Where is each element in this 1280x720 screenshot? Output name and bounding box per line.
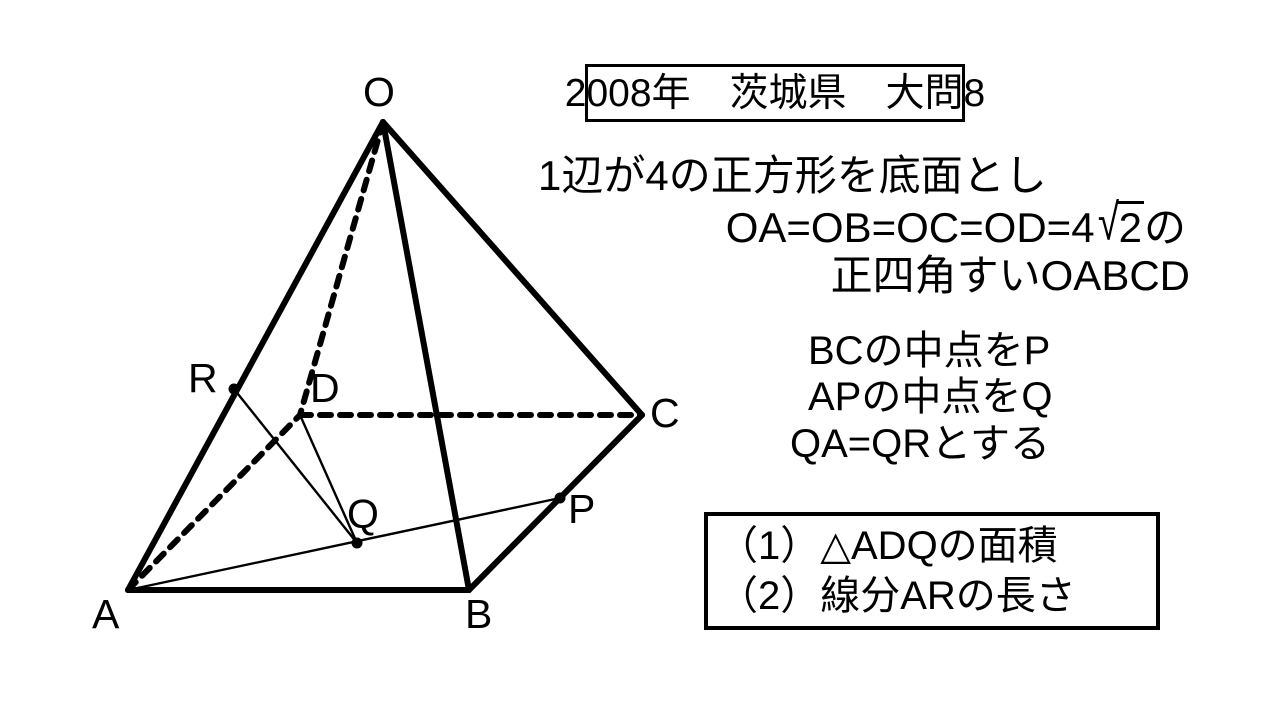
square-root-expression: √2 bbox=[1095, 193, 1144, 253]
midpoint-definitions: BCの中点をP APの中点をQ QA=QRとする bbox=[780, 328, 1180, 467]
vertex-label-b: B bbox=[465, 591, 493, 637]
point-marker-p bbox=[554, 492, 566, 504]
problem-statement: 1辺が4の正方形を底面とし OA=OB=OC=OD=4√2の 正四角すいOABC… bbox=[530, 152, 1198, 301]
edge-rq bbox=[232, 387, 359, 545]
edge-oa bbox=[125, 119, 386, 593]
edge-ob bbox=[380, 119, 472, 593]
edge-ad-dashed bbox=[125, 412, 303, 593]
statement-line-2-suffix: の bbox=[1143, 203, 1186, 251]
pyramid-svg bbox=[125, 119, 645, 593]
vertex-label-p: P bbox=[568, 486, 596, 532]
statement-line-2: OA=OB=OC=OD=4√2の bbox=[530, 193, 1198, 253]
vertex-label-o: O bbox=[363, 69, 395, 115]
geometry-diagram: O A B C D P Q R bbox=[92, 69, 680, 637]
midpoint-line-2: APの中点をQ bbox=[808, 375, 1053, 420]
vertex-label-q: Q bbox=[347, 491, 379, 537]
statement-line-2-prefix: OA=OB=OC=OD=4 bbox=[725, 203, 1095, 251]
midpoint-line-1: BCの中点をP bbox=[808, 329, 1051, 373]
question-2: （2）線分ARの長さ bbox=[718, 573, 1076, 618]
edge-ap bbox=[126, 496, 562, 592]
edge-dq bbox=[298, 413, 359, 545]
edge-od-dashed bbox=[297, 119, 386, 418]
vertex-label-d: D bbox=[310, 365, 340, 411]
statement-line-3: 正四角すいOABCD bbox=[830, 252, 1190, 300]
radical-sign: √ bbox=[1097, 193, 1119, 251]
vertex-label-r: R bbox=[188, 355, 218, 401]
point-marker-r bbox=[228, 383, 240, 395]
midpoint-line-3: QA=QRとする bbox=[790, 421, 1050, 466]
question-1: （1）△ADQの面積 bbox=[718, 524, 1058, 568]
vertex-label-a: A bbox=[92, 591, 120, 637]
point-marker-q bbox=[351, 537, 363, 549]
problem-title-box: 2008年 茨城県 大問8 bbox=[565, 64, 985, 122]
statement-line-1: 1辺が4の正方形を底面とし bbox=[538, 152, 1047, 199]
edge-oc bbox=[380, 119, 645, 418]
edge-bc bbox=[466, 412, 645, 593]
problem-title: 2008年 茨城県 大問8 bbox=[564, 71, 986, 115]
questions-box: （1）△ADQの面積 （2）線分ARの長さ bbox=[704, 512, 1160, 630]
radicand: 2 bbox=[1117, 200, 1144, 253]
vertex-label-c: C bbox=[650, 390, 680, 436]
